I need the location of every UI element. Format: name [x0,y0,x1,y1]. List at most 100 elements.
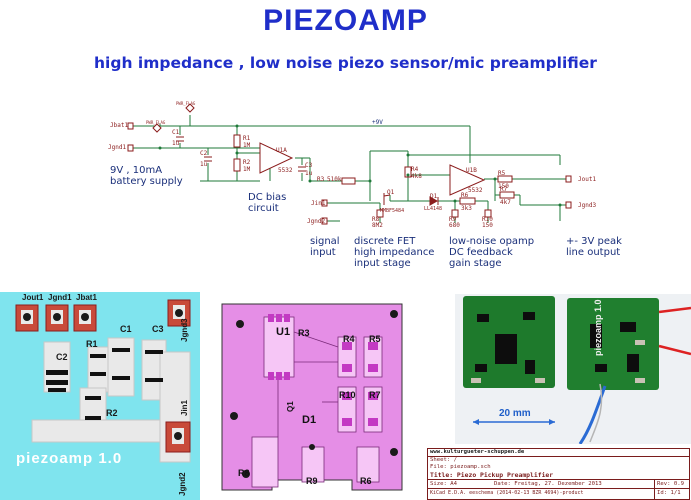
pcb-top-label-r5: R5 [369,334,381,344]
pcb-top-label-u1: U1 [276,326,291,338]
label-jgnd2: Jgnd2 [307,218,326,225]
value-r5: 150 [498,183,509,190]
label-pwr-flag-2: PWR_FLAG [146,120,166,125]
note-dc-bias-line2: circuit [248,203,279,214]
label-r9: R9 [449,216,457,223]
label-jout1: Jout1 [578,176,597,183]
note-dc-bias: DC bias circuit [248,192,286,214]
page-subtitle: high impedance , low noise piezo sensor/… [94,54,597,72]
photo-board-text: piezoamp 1.0 [593,299,603,356]
label-r5: R5 [498,170,506,177]
note-dc-bias-line1: DC bias [248,192,287,203]
label-c2: C2 [200,150,208,157]
note-fet: discrete FET high impedance input stage [354,236,434,269]
pcb-bottom-view: Jout1 Jgnd1 Jbat1 C1 C3 C2 R1 R2 Jgnd3 J… [0,292,200,500]
value-r6: 3k3 [461,205,472,212]
page-title: PIEZOAMP [263,4,428,37]
pcb-bottom-label-jgnd2: Jgnd2 [178,472,187,496]
label-pwr-flag-1: PWR_FLAG [176,101,196,106]
note-opamp-line2: DC feedback [449,247,513,258]
title-block-url: www.kulturgueter-schuppen.de [430,449,525,455]
pcb-bottom-label-r1: R1 [86,339,98,349]
value-c2: 1u [200,161,208,168]
pcb-bottom-label-jgnd3: Jgnd3 [180,318,189,342]
title-block-sheet: Sheet: / [430,457,457,463]
label-r3: R3 [317,176,325,183]
label-c1: C1 [172,129,180,136]
title-block-rev: Rev: 0.9 [657,481,684,487]
value-r7: 4k7 [500,199,511,206]
note-fet-line2: high impedance [354,247,435,258]
title-block-file: File: piezoamp.sch [430,464,491,470]
label-jbat1: Jbat1 [110,122,129,129]
part-d1: LL4148 [424,206,443,212]
label-r7: R7 [500,186,508,193]
pcb-top-label-r4: R4 [343,334,355,344]
label-c3: C3 [305,162,313,169]
label-q1: Q1 [387,189,395,196]
pcb-top-label-d1: D1 [302,414,317,426]
board-photo: 20 mm piezoamp 1.0 [455,294,691,444]
label-jgnd3: Jgnd3 [578,202,597,209]
pcb-top-label-r6: R6 [360,476,372,486]
label-jin1: Jin1 [311,200,326,207]
pcb-bottom-label-r2: R2 [106,408,118,418]
pcb-bottom-board-name: piezoamp 1.0 [16,450,123,467]
label-r6: R6 [461,192,469,199]
note-fet-line3: input stage [354,258,411,269]
label-d1: D1 [430,193,438,200]
pcb-bottom-label-c1: C1 [120,324,132,334]
pcb-bottom-label-jin1: Jin1 [180,399,189,416]
label-r1: R1 [243,135,251,142]
pcb-top-label-r7: R7 [369,390,381,400]
schematic-wiring [127,103,572,225]
value-r2: 1M [243,166,251,173]
pcb-top-view: U1 R3 R4 R5 R10 R7 Q1 D1 R8 R9 R6 [212,292,412,500]
schematic: Jbat1 Jgnd1 Jin1 Jgnd2 Jout1 Jgnd3 PWR_F… [0,95,691,295]
note-signal-line1: signal [310,236,340,247]
pcb-bottom-label-jout1: Jout1 [22,293,44,302]
label-u1b: U1B [466,167,477,174]
note-opamp: low-noise opamp DC feedback gain stage [449,236,534,269]
label-jgnd1: Jgnd1 [108,144,127,151]
title-block-kicad: KiCad E.D.A. eeschema (2014-02-13 BZR 46… [430,490,584,496]
value-c3: 1u [305,170,313,177]
value-r1: 1M [243,142,251,149]
title-block-title: Title: Piezo Pickup Preamplifier [430,471,554,479]
note-output: +- 3V peak line output [566,236,622,258]
label-r10: R10 [482,216,493,223]
pcb-bottom-label-jbat1: Jbat1 [76,293,97,302]
pcb-top-label-r8: R8 [238,468,250,478]
note-opamp-line1: low-noise opamp [449,236,535,247]
label-r4: R4 [411,166,419,173]
note-signal-line2: input [310,247,336,258]
note-battery: 9V , 10mA battery supply [110,165,183,187]
pcb-bottom-artwork [15,299,191,463]
title-block: www.kulturgueter-schuppen.de Sheet: / Fi… [427,448,690,500]
part-q1: MMBF5484 [380,208,405,214]
value-r3: 510k [327,176,342,183]
pcb-top-label-r9: R9 [306,476,318,486]
photo-scale-label: 20 mm [499,408,531,419]
note-opamp-line3: gain stage [449,258,502,269]
pcb-bottom-label-c3: C3 [152,324,164,334]
pcb-top-label-q1: Q1 [286,401,295,412]
value-r9: 680 [449,222,460,229]
value-c1: 1u [172,140,180,147]
pcb-top-label-r3: R3 [298,328,310,338]
pcb-bottom-label-c2: C2 [56,352,68,362]
note-battery-line2: battery supply [110,176,183,187]
note-output-line2: line output [566,247,621,258]
label-r2: R2 [243,159,251,166]
label-r8: R8 [372,216,380,223]
note-signal: signal input [310,236,340,258]
pcb-top-artwork [221,303,403,491]
note-battery-line1: 9V , 10mA [110,165,163,176]
label-u1a: U1A [276,147,287,154]
pcb-bottom-label-jgnd1: Jgnd1 [48,293,72,302]
part-u1a: 5532 [278,167,293,174]
title-block-id: Id: 1/1 [657,490,681,496]
value-r10: 150 [482,222,493,229]
title-block-date: Date: Freitag, 27. Dezember 2013 [494,481,602,487]
note-output-line1: +- 3V peak [566,236,622,247]
